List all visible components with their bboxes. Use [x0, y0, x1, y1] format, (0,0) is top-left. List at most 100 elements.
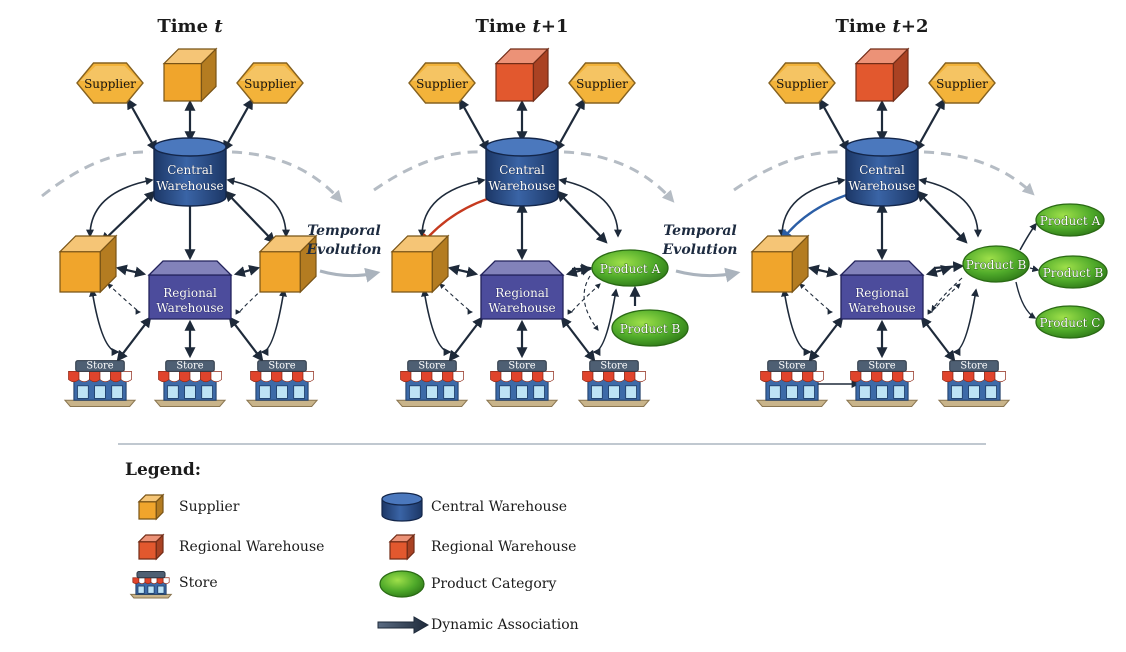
supplier-node: Supplier [928, 62, 996, 104]
store-node: Store [755, 360, 829, 407]
association-arrow [126, 98, 158, 152]
store-label: Store [960, 361, 987, 372]
dashed-flow-arc [373, 150, 483, 192]
product-label: Product B [1043, 266, 1104, 280]
product-node: Product B [611, 309, 689, 347]
store-label: Store [508, 361, 535, 372]
association-curve [89, 288, 120, 356]
product-label: Product A [600, 262, 661, 276]
store-node: Store [485, 360, 559, 407]
dashed-association [799, 283, 834, 315]
dashed-association [107, 283, 142, 315]
association-arrow [228, 316, 264, 362]
legend-supplier-icon [137, 493, 165, 521]
association-arrow [920, 316, 956, 362]
association-arrow [448, 316, 484, 362]
regional-warehouse-label: Warehouse [488, 301, 555, 315]
product-label: Product B [966, 258, 1027, 272]
legend-central-icon [381, 492, 423, 522]
legend-product-icon [379, 570, 425, 598]
store-node: Store [577, 360, 651, 407]
dashed-flow-arc [41, 150, 151, 198]
association-arrow [818, 98, 850, 152]
product-node: Product B [1038, 255, 1108, 289]
association-arrow [925, 265, 953, 277]
legend-item-label: Store [179, 575, 218, 591]
association-arrow [116, 316, 152, 362]
legend-item-label: Central Warehouse [431, 499, 567, 515]
association-curve [260, 288, 287, 356]
supplier-label: Supplier [244, 77, 296, 91]
dashed-flow-arc [231, 150, 343, 203]
store-label: Store [600, 361, 627, 372]
highlight-arrow [780, 190, 857, 242]
association-curve [781, 288, 812, 356]
legend-item-label: Regional Warehouse [179, 539, 324, 555]
supplier-node: Supplier [236, 62, 304, 104]
association-curve [1015, 281, 1037, 319]
store-node: Store [395, 360, 469, 407]
association-curve [421, 288, 452, 356]
product-label: Product C [1040, 316, 1101, 330]
regional-cube-node [494, 47, 550, 103]
panel-title: Time t+1 [476, 16, 569, 37]
legend-item-label: Supplier [179, 499, 240, 515]
product-label: Product B [620, 322, 681, 336]
store-node: Store [845, 360, 919, 407]
supplier-node: Supplier [408, 62, 476, 104]
regional-warehouse-label: Regional [495, 286, 549, 300]
product-node: Product A [1035, 203, 1105, 237]
association-arrow [233, 265, 261, 277]
supplier-label: Supplier [936, 77, 988, 91]
supplier-node: Supplier [568, 62, 636, 104]
store-node: Store [63, 360, 137, 407]
temporal-evolution-label: Evolution [306, 242, 382, 258]
store-node: Store [245, 360, 319, 407]
warehouse-cube-node [750, 234, 810, 294]
dashed-association [927, 283, 961, 315]
association-arrow [933, 261, 965, 273]
dashed-association [567, 283, 601, 315]
association-curve [918, 177, 982, 238]
legend-regional-icon [137, 533, 165, 561]
dashed-association [439, 283, 474, 315]
supplier-cube-node [162, 47, 218, 103]
product-node: Product B [962, 245, 1030, 283]
legend-regional-icon [388, 533, 416, 561]
association-curve [226, 177, 290, 238]
association-arrow [560, 316, 596, 362]
dashed-association [931, 277, 963, 311]
association-arrow [115, 264, 147, 278]
association-arrow [807, 264, 839, 278]
supplier-node: Supplier [768, 62, 836, 104]
supplier-label: Supplier [416, 77, 468, 91]
association-arrow [916, 190, 968, 244]
product-label: Product A [1040, 214, 1101, 228]
association-arrow [222, 98, 254, 152]
central-warehouse-label: Central [499, 163, 545, 177]
store-node: Store [153, 360, 227, 407]
panel-title: Time t [157, 16, 223, 37]
temporal-evolution-label: Temporal [663, 223, 736, 239]
association-arrow [100, 190, 156, 244]
central-warehouse-label: Central [859, 163, 905, 177]
association-arrow [554, 98, 586, 152]
regional-warehouse-label: Warehouse [848, 301, 915, 315]
association-arrow [458, 98, 490, 152]
legend-title: Legend: [125, 460, 201, 480]
association-arrow [914, 98, 946, 152]
supplier-node: Supplier [76, 62, 144, 104]
association-curve [558, 177, 622, 238]
central-warehouse-label: Central [167, 163, 213, 177]
legend-item-label: Dynamic Association [431, 617, 579, 633]
association-curve [86, 177, 154, 238]
store-label: Store [868, 361, 895, 372]
legend-store-icon [129, 570, 173, 599]
association-arrow [447, 264, 479, 278]
